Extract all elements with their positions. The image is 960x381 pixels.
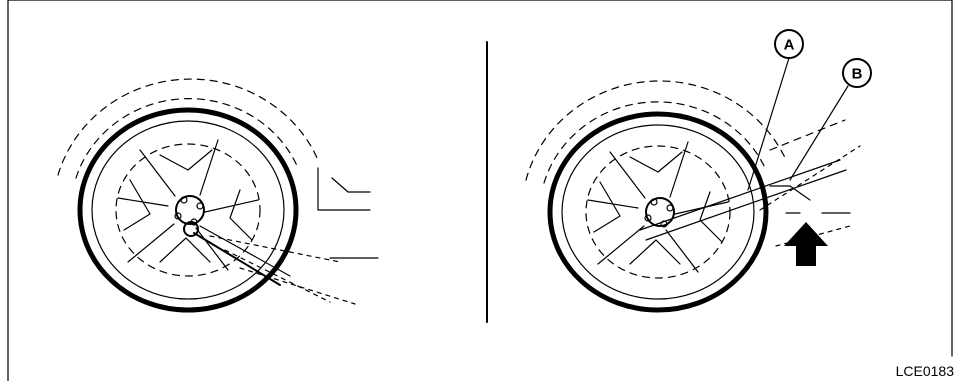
car-body-left	[318, 168, 378, 258]
left-panel-wrench-on-lug-nut	[58, 79, 378, 310]
callout-a-label: A	[784, 37, 795, 54]
rim-right	[586, 142, 730, 278]
fender-arc-left	[58, 79, 318, 178]
tire-right	[550, 114, 766, 310]
right-panel-jack-up-vehicle: A B	[526, 30, 871, 310]
lug-wrench-left	[184, 222, 355, 304]
figure-code: LCE0183	[896, 363, 955, 379]
fender-arc-right	[526, 81, 786, 183]
jack-up-arrow	[784, 222, 828, 266]
figure-frame	[8, 0, 952, 381]
rim-left	[116, 140, 260, 276]
callout-b-label: B	[852, 66, 863, 83]
callout-b: B	[790, 59, 871, 180]
tire-left	[80, 110, 296, 310]
